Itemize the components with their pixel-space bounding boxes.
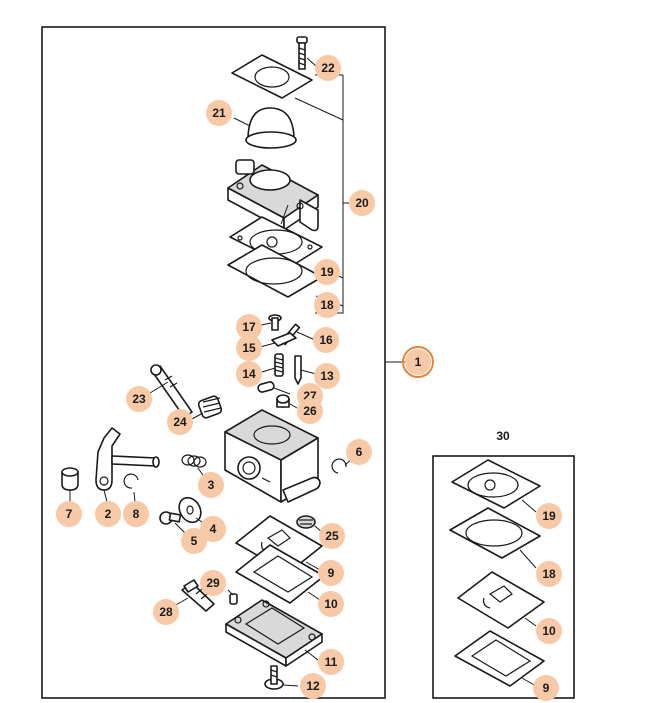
part-primer-bulb-21 bbox=[233, 107, 297, 149]
kit-part-diaphragm-19 bbox=[451, 459, 541, 513]
svg-text:16: 16 bbox=[319, 333, 333, 347]
part-screw-28 bbox=[173, 579, 215, 612]
svg-text:12: 12 bbox=[306, 679, 320, 693]
callout-1[interactable]: 1 bbox=[402, 346, 434, 378]
svg-text:6: 6 bbox=[356, 445, 363, 459]
svg-text:14: 14 bbox=[242, 367, 256, 381]
callout-18[interactable]: 18 bbox=[314, 292, 340, 318]
part-carburetor-body bbox=[224, 409, 321, 503]
part-screw-22 bbox=[296, 36, 317, 70]
part-adjust-screw-23 bbox=[149, 364, 193, 418]
kit-callout-18[interactable]: 18 bbox=[536, 561, 562, 587]
callout-29[interactable]: 29 bbox=[200, 570, 226, 596]
callout-12[interactable]: 12 bbox=[300, 673, 326, 699]
callout-24[interactable]: 24 bbox=[167, 409, 193, 435]
part-cover-plate bbox=[231, 54, 313, 99]
svg-text:15: 15 bbox=[242, 341, 256, 355]
svg-text:19: 19 bbox=[320, 265, 334, 279]
callout-2[interactable]: 2 bbox=[95, 501, 121, 527]
part-filter-25 bbox=[296, 515, 324, 534]
callout-14[interactable]: 14 bbox=[236, 361, 262, 387]
svg-text:18: 18 bbox=[542, 567, 556, 581]
svg-text:19: 19 bbox=[542, 509, 556, 523]
svg-text:5: 5 bbox=[191, 534, 198, 548]
callout-23[interactable]: 23 bbox=[126, 386, 152, 412]
kit-callout-10[interactable]: 10 bbox=[536, 618, 562, 644]
svg-text:20: 20 bbox=[355, 196, 369, 210]
svg-text:17: 17 bbox=[242, 320, 256, 334]
callout-11[interactable]: 11 bbox=[318, 649, 344, 675]
callout-15[interactable]: 15 bbox=[236, 335, 262, 361]
kit-part-gasket-9 bbox=[454, 630, 545, 687]
part-spring-24 bbox=[189, 395, 223, 421]
part-end-cover-11 bbox=[225, 599, 323, 667]
part-spring-3 bbox=[181, 454, 207, 479]
part-disc-4 bbox=[178, 496, 206, 525]
callout-20[interactable]: 20 bbox=[349, 190, 375, 216]
part-pump-housing-20 bbox=[227, 159, 319, 232]
svg-text:13: 13 bbox=[320, 369, 334, 383]
callout-13[interactable]: 13 bbox=[314, 363, 340, 389]
kit-callout-19[interactable]: 19 bbox=[536, 503, 562, 529]
kit-part-gasket-18 bbox=[449, 507, 541, 569]
svg-text:7: 7 bbox=[66, 507, 73, 521]
svg-text:1: 1 bbox=[415, 355, 422, 369]
part-throttle-lever-2 bbox=[95, 427, 160, 503]
part-needle-13 bbox=[294, 355, 317, 385]
part-lever-15 bbox=[259, 332, 297, 348]
callout-21[interactable]: 21 bbox=[206, 100, 232, 126]
kit-part-diaphragm-10 bbox=[457, 571, 545, 629]
callout-10[interactable]: 10 bbox=[318, 591, 344, 617]
callout-8[interactable]: 8 bbox=[123, 501, 149, 527]
svg-text:4: 4 bbox=[210, 522, 217, 536]
callout-25[interactable]: 25 bbox=[319, 523, 345, 549]
svg-text:28: 28 bbox=[159, 605, 173, 619]
part-26 bbox=[276, 394, 298, 409]
callout-16[interactable]: 16 bbox=[313, 327, 339, 353]
svg-text:3: 3 bbox=[208, 478, 215, 492]
svg-text:18: 18 bbox=[320, 298, 334, 312]
callout-26[interactable]: 26 bbox=[297, 398, 323, 424]
part-27 bbox=[257, 381, 291, 395]
svg-text:29: 29 bbox=[206, 576, 220, 590]
callout-22[interactable]: 22 bbox=[315, 55, 341, 81]
part-screw-17 bbox=[260, 314, 282, 331]
callout-4[interactable]: 4 bbox=[200, 516, 226, 542]
part-circlip-6 bbox=[331, 458, 353, 474]
svg-text:23: 23 bbox=[132, 392, 146, 406]
svg-text:10: 10 bbox=[324, 597, 338, 611]
svg-text:24: 24 bbox=[173, 415, 187, 429]
svg-text:2: 2 bbox=[105, 507, 112, 521]
svg-text:10: 10 bbox=[542, 624, 556, 638]
callout-19[interactable]: 19 bbox=[314, 259, 340, 285]
svg-text:21: 21 bbox=[212, 106, 226, 120]
callout-7[interactable]: 7 bbox=[56, 501, 82, 527]
part-pin-29 bbox=[227, 589, 238, 605]
part-cap-7 bbox=[61, 467, 79, 502]
part-screw-12 bbox=[264, 665, 299, 690]
svg-text:8: 8 bbox=[133, 507, 140, 521]
part-clip-8 bbox=[123, 473, 139, 503]
callout-17[interactable]: 17 bbox=[236, 314, 262, 340]
svg-text:25: 25 bbox=[325, 529, 339, 543]
callout-9[interactable]: 9 bbox=[318, 560, 344, 586]
svg-text:9: 9 bbox=[328, 566, 335, 580]
callout-28[interactable]: 28 bbox=[153, 599, 179, 625]
callout-5[interactable]: 5 bbox=[181, 528, 207, 554]
callout-6[interactable]: 6 bbox=[346, 439, 372, 465]
svg-text:26: 26 bbox=[303, 404, 317, 418]
part-screw-5 bbox=[159, 511, 186, 534]
kit-frame bbox=[432, 455, 575, 699]
svg-text:9: 9 bbox=[543, 681, 550, 695]
kit-callout-9[interactable]: 9 bbox=[533, 675, 559, 701]
callout-3[interactable]: 3 bbox=[198, 472, 224, 498]
kit-number-label: 30 bbox=[496, 429, 510, 443]
svg-text:22: 22 bbox=[321, 61, 335, 75]
svg-text:11: 11 bbox=[325, 655, 338, 669]
part-spring-14 bbox=[261, 353, 284, 377]
